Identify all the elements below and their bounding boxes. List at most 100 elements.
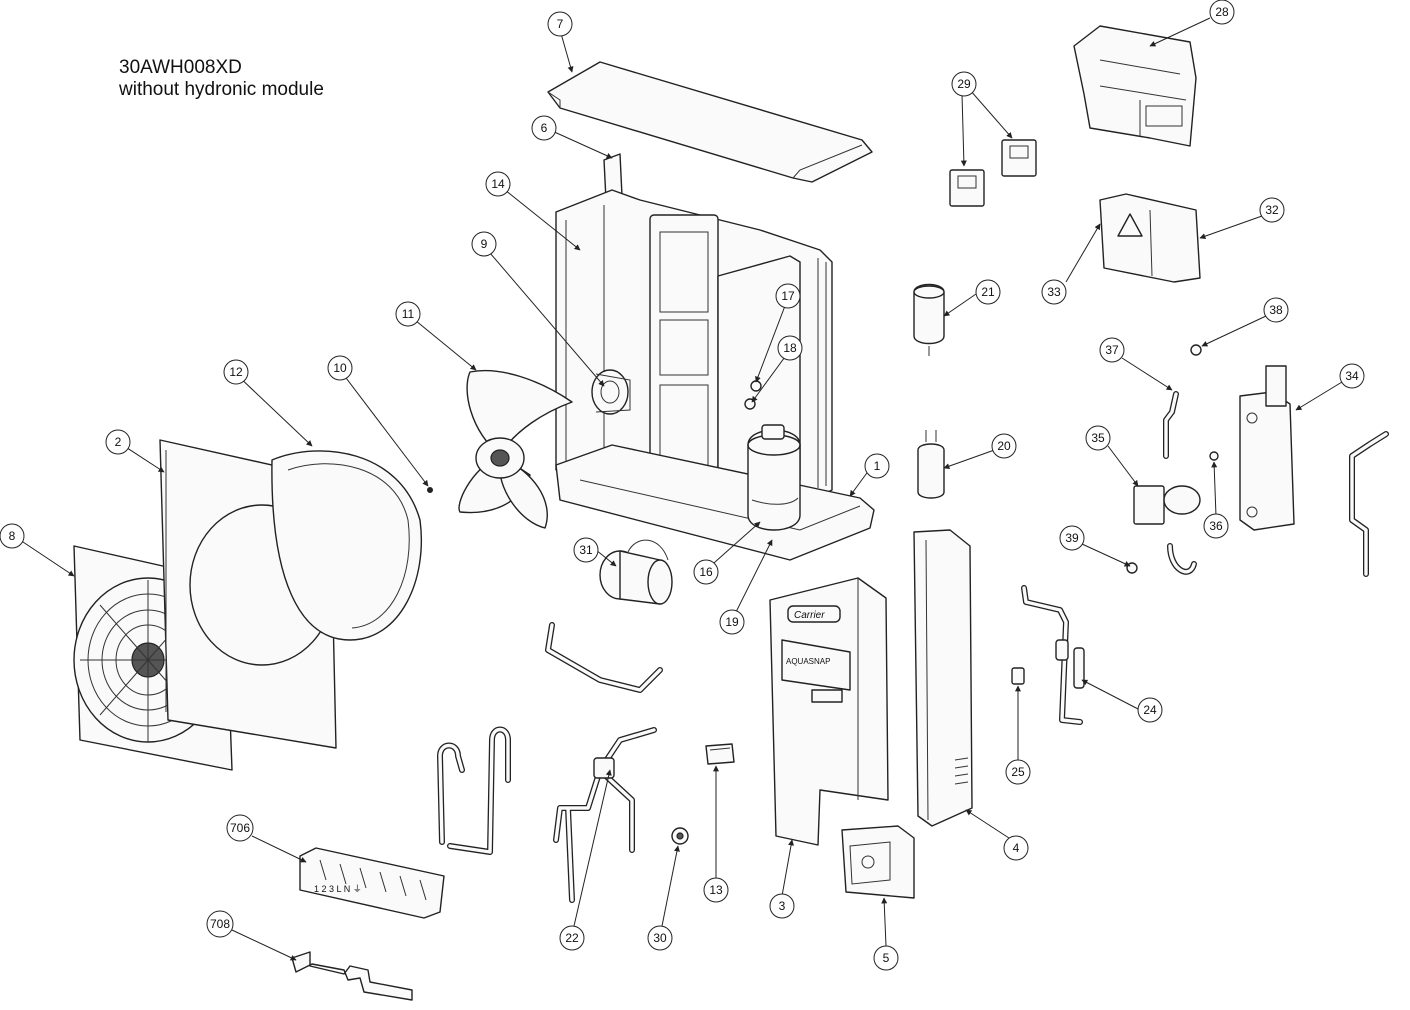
svg-text:22: 22 [565, 931, 579, 945]
svg-text:2: 2 [115, 435, 122, 449]
callout-29: 29 [951, 71, 977, 97]
svg-text:16: 16 [699, 565, 713, 579]
svg-text:30: 30 [653, 931, 667, 945]
callout-28: 28 [1209, 0, 1235, 25]
callout-19: 19 [719, 609, 745, 635]
callout-21: 21 [975, 279, 1001, 305]
control-box [1073, 25, 1197, 147]
callout-13: 13 [703, 877, 729, 903]
side-panel: Carrier AQUASNAP [769, 577, 889, 846]
svg-text:21: 21 [981, 285, 995, 299]
compressor [747, 424, 801, 531]
callout-30: 30 [647, 925, 673, 951]
svg-text:35: 35 [1091, 431, 1105, 445]
fan-blade [458, 369, 573, 529]
svg-text:11: 11 [402, 307, 415, 321]
callout-9: 9 [471, 231, 497, 257]
svg-text:31: 31 [579, 543, 593, 557]
plate-heat-exchanger [1239, 365, 1295, 531]
callout-22: 22 [559, 925, 585, 951]
svg-text:4: 4 [1013, 841, 1020, 855]
callout-38: 38 [1263, 297, 1289, 323]
svg-text:14: 14 [491, 177, 505, 191]
main-frame [555, 189, 875, 561]
callout-35: 35 [1085, 425, 1111, 451]
callout-37: 37 [1099, 337, 1125, 363]
svg-text:25: 25 [1011, 765, 1025, 779]
svg-text:12: 12 [229, 365, 243, 379]
pressure-switches [744, 380, 762, 410]
svg-text:6: 6 [541, 121, 548, 135]
svg-text:34: 34 [1345, 369, 1359, 383]
callout-17: 17 [775, 283, 801, 309]
product-logo-text: AQUASNAP [786, 657, 830, 666]
svg-text:36: 36 [1209, 519, 1223, 533]
svg-text:708: 708 [210, 917, 230, 931]
svg-text:7: 7 [557, 17, 564, 31]
terminal-block-labels: 1 2 3 L N ⏚ [314, 884, 362, 894]
valve-cover [841, 825, 915, 899]
callout-34: 34 [1339, 363, 1365, 389]
callout-32: 32 [1259, 197, 1285, 223]
svg-text:3: 3 [779, 899, 786, 913]
svg-text:9: 9 [481, 237, 488, 251]
callout-12: 12 [223, 359, 249, 385]
svg-text:33: 33 [1047, 285, 1061, 299]
callout-708: 708 [206, 910, 234, 938]
brand-logo-text: Carrier [794, 610, 825, 621]
callout-4: 4 [1003, 835, 1029, 861]
svg-text:706: 706 [230, 821, 250, 835]
hairpin-tubes [437, 726, 511, 855]
callout-25: 25 [1005, 759, 1031, 785]
fan-shroud [271, 450, 433, 641]
control-board [1099, 193, 1201, 283]
connecting-pipe [545, 622, 663, 693]
callout-20: 20 [991, 433, 1017, 459]
callout-14: 14 [485, 171, 511, 197]
svg-text:37: 37 [1105, 343, 1119, 357]
bracket [291, 951, 413, 1001]
grommet [671, 827, 689, 845]
right-side-panel [913, 529, 973, 827]
svg-text:17: 17 [781, 289, 795, 303]
callout-16: 16 [693, 559, 719, 585]
top-cover [547, 61, 873, 183]
accumulator [913, 283, 945, 356]
svg-text:1: 1 [874, 459, 881, 473]
svg-text:5: 5 [883, 951, 890, 965]
callout-31: 31 [573, 537, 599, 563]
terminal-block: 1 2 3 L N ⏚ [299, 847, 445, 919]
callout-11: 11 [395, 301, 421, 327]
callout-39: 39 [1059, 525, 1085, 551]
valve-assembly [553, 727, 657, 903]
callout-leaders [13, 17, 1343, 961]
svg-text:24: 24 [1143, 703, 1157, 717]
callout-7: 7 [547, 11, 573, 37]
capacitor [599, 539, 673, 605]
svg-text:38: 38 [1269, 303, 1283, 317]
callout-33: 33 [1041, 279, 1067, 305]
receiver [917, 430, 945, 499]
svg-text:13: 13 [709, 883, 723, 897]
svg-text:18: 18 [783, 341, 797, 355]
callout-18: 18 [777, 335, 803, 361]
model-subtitle: without hydronic module [119, 79, 324, 100]
callout-1: 1 [864, 453, 890, 479]
callout-36: 36 [1203, 513, 1229, 539]
callout-2: 2 [105, 429, 131, 455]
callout-8: 8 [0, 523, 25, 549]
svg-text:29: 29 [957, 77, 971, 91]
svg-text:20: 20 [997, 439, 1011, 453]
callout-6: 6 [531, 115, 557, 141]
diagram-title: 30AWH008XD without hydronic module [119, 57, 324, 101]
water-pump [1133, 485, 1201, 525]
svg-text:28: 28 [1215, 5, 1229, 19]
water-pipes [1126, 344, 1389, 577]
svg-text:8: 8 [9, 529, 16, 543]
callout-5: 5 [873, 945, 899, 971]
sensor [1011, 667, 1025, 685]
model-number: 30AWH008XD [119, 57, 242, 78]
transformers [949, 139, 1037, 207]
callout-10: 10 [327, 355, 353, 381]
